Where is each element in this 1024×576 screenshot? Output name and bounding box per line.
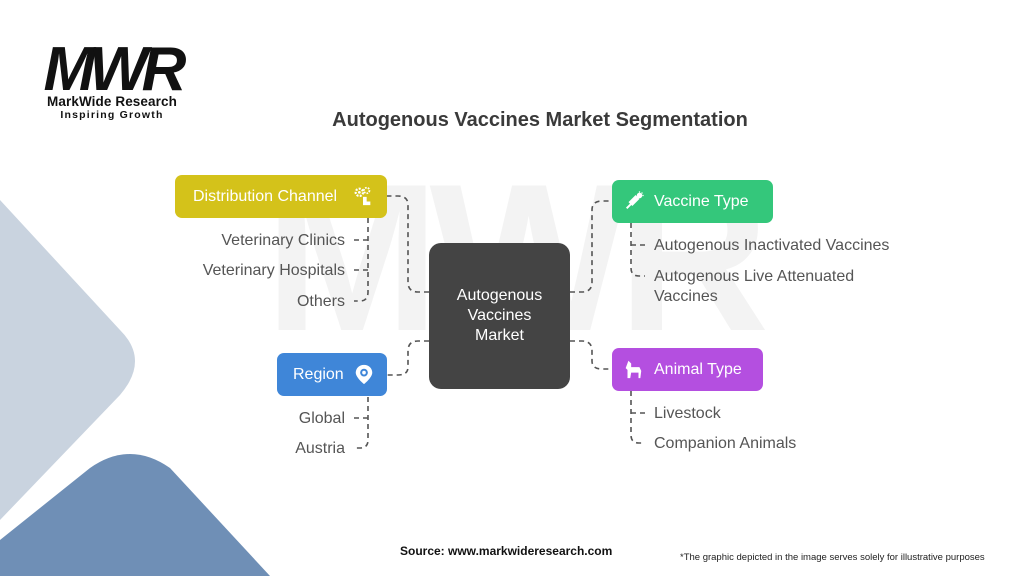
list-item: Companion Animals <box>654 435 797 452</box>
list-item: Autogenous Inactivated Vaccines <box>654 237 890 254</box>
list-item: Others <box>296 293 345 310</box>
center-line-3: Market <box>475 327 524 344</box>
segment-label: Animal Type <box>654 360 742 378</box>
center-line-2: Vaccines <box>467 307 532 324</box>
svg-text:MWR: MWR <box>44 38 187 94</box>
segment-label: Distribution Channel <box>193 187 338 205</box>
brand-logo: MWR MarkWide Research Inspiring Growth <box>34 35 193 121</box>
list-item: Austria <box>295 440 345 457</box>
list-item: Global <box>298 410 345 427</box>
brand-tagline: Inspiring Growth <box>60 109 164 121</box>
list-item: Veterinary Clinics <box>221 232 345 249</box>
segment-region: Region <box>277 353 387 396</box>
gears-hand-icon <box>354 186 371 206</box>
center-line-1: Autogenous <box>456 287 543 304</box>
segment-animal-type: Animal Type <box>612 348 763 391</box>
list-item: Livestock <box>654 405 721 422</box>
syringe-virus-icon <box>625 191 644 210</box>
mwr-logo-mark: MWR <box>44 35 193 104</box>
center-node: Autogenous Vaccines Market <box>429 243 570 389</box>
disclaimer-note: *The graphic depicted in the image serve… <box>680 552 985 563</box>
brand-name: MarkWide Research <box>47 94 177 109</box>
segment-distribution-channel: Distribution Channel <box>175 175 387 218</box>
segment-vaccine-type: Vaccine Type <box>612 180 773 223</box>
diagram-title: Autogenous Vaccines Market Segmentation <box>332 109 748 131</box>
location-pin-icon <box>355 364 373 385</box>
segment-label: Region <box>293 365 344 383</box>
segment-label: Vaccine Type <box>654 192 749 210</box>
list-item: Vaccines <box>654 288 718 305</box>
horse-icon <box>625 360 642 379</box>
list-item: Autogenous Live Attenuated <box>654 268 855 285</box>
list-item: Veterinary Hospitals <box>202 262 345 279</box>
source-text: Source: www.markwideresearch.com <box>400 544 613 558</box>
